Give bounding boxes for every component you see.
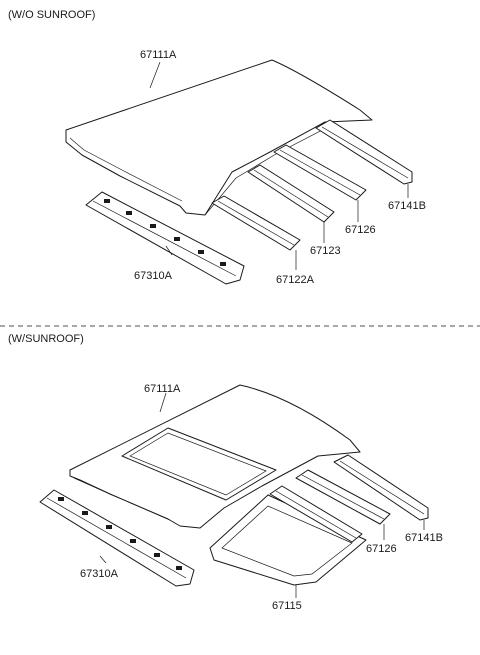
label-bow-rear: 67126 (345, 224, 376, 236)
label-sunroof-frame: 67115 (272, 600, 302, 612)
label-bow-front: 67122A (276, 274, 315, 286)
sunroof-frame (209, 494, 367, 586)
label-bow-mid: 67123 (310, 245, 341, 257)
roof-panel-no-sunroof (65, 59, 373, 216)
section-title-no-sunroof: (W/O SUNROOF) (8, 9, 95, 21)
label-roof-panel: 67111A (140, 49, 177, 61)
rear-rail (315, 119, 413, 185)
roof-bow-front (211, 195, 301, 251)
roof-bow-mid (247, 164, 335, 223)
front-header-rail (85, 191, 245, 285)
front-header-rail-sunroof (39, 489, 195, 587)
roof-bow-rear-sunroof (269, 469, 391, 543)
label-rear-rail: 67141B (388, 200, 426, 212)
label-front-rail: 67310A (134, 270, 173, 282)
section-title-with-sunroof: (W/SUNROOF) (8, 333, 84, 345)
label-front-rail-sunroof: 67310A (80, 568, 119, 580)
label-roof-panel-sunroof: 67111A (144, 383, 181, 395)
roof-bow-rear (273, 144, 367, 201)
rear-rail-sunroof (333, 454, 429, 521)
roof-panel-with-sunroof (69, 384, 361, 529)
label-bow-rear-sunroof: 67126 (366, 543, 397, 555)
label-rear-rail-sunroof: 67141B (405, 532, 443, 544)
